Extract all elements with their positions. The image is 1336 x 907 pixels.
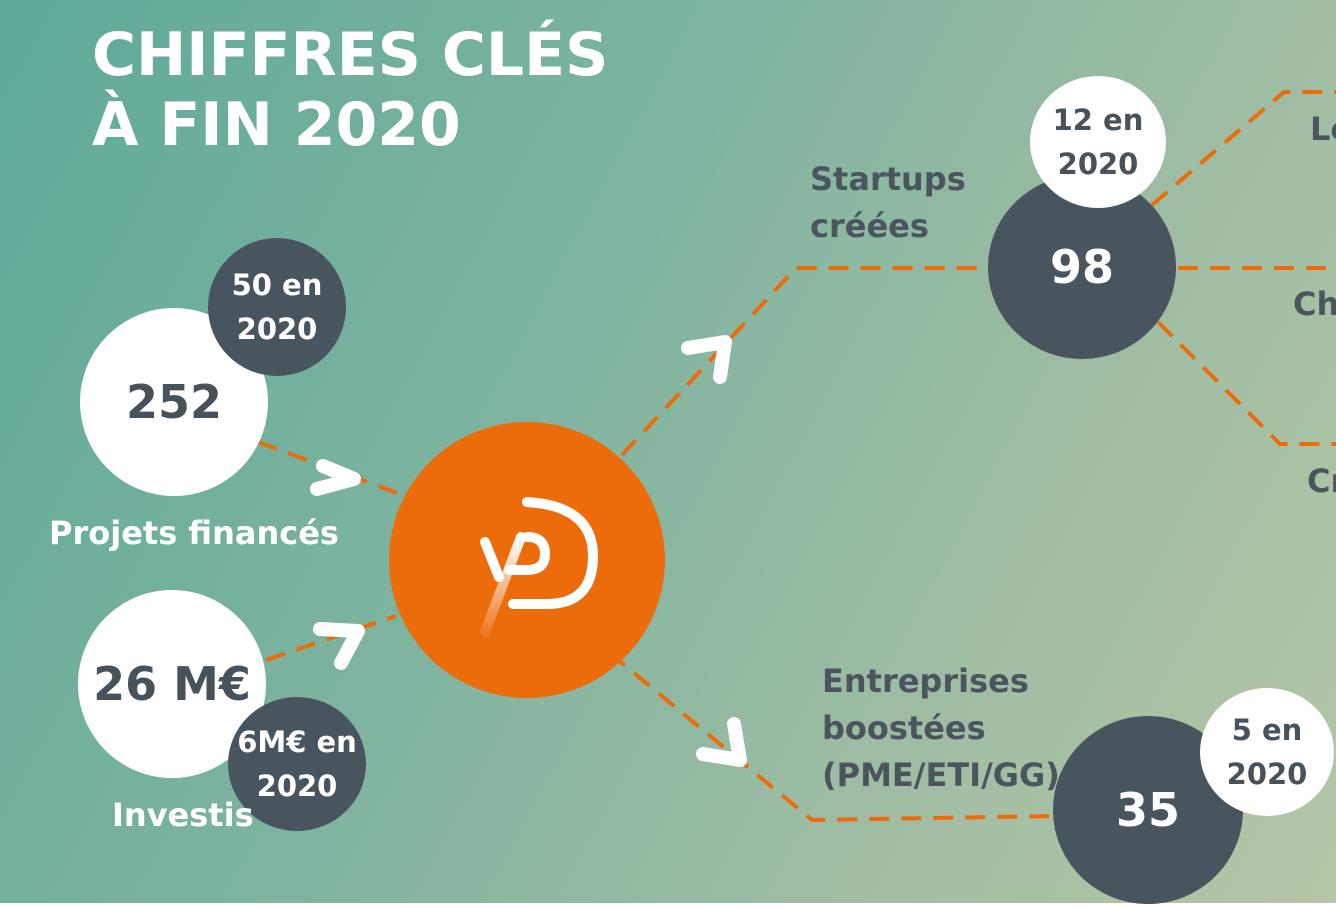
companies-year-text: 5 en 2020 [1226,713,1308,791]
title-line-2: À FIN 2020 [92,90,461,160]
page-title: CHIFFRES CLÉS À FIN 2020 [92,20,608,160]
logo-icon [480,497,599,637]
connector-companies [558,610,1057,823]
startups-label: Startups créées [810,160,966,245]
companies-year-badge: 5 en 2020 [1200,688,1334,816]
right-label-3: Cr [1307,462,1336,500]
startups-year-text: 12 en 2020 [1052,103,1144,181]
connector-98-down [1156,320,1336,446]
arrow-invested-icon [313,622,365,670]
hub-circle [389,422,665,698]
arrow-projects-icon [310,459,361,496]
invested-label: Investis [112,796,254,834]
companies-value: 35 [1115,783,1180,837]
arrow-startups-icon [681,335,732,384]
title-line-1: CHIFFRES CLÉS [92,20,609,90]
connector-invested [265,614,397,662]
projects-value: 252 [125,375,223,429]
right-label-2: Ch [1293,285,1336,323]
projects-year-text: 50 en 2020 [231,268,323,346]
arrow-companies-icon [696,717,747,767]
projects-year-badge: 50 en 2020 [208,238,346,376]
startups-year-badge: 12 en 2020 [1030,76,1166,208]
startups-value: 98 [1049,240,1114,294]
connector-startups [620,266,992,457]
invested-value: 26 M€ [93,657,251,711]
invested-year-text: 6M€ en 2020 [237,725,357,803]
right-label-1: Le [1310,110,1336,148]
projects-label: Projets financés [49,514,339,552]
invested-year-badge: 6M€ en 2020 [228,697,366,831]
connector-98-up [1150,90,1336,207]
companies-label: Entreprises boostées (PME/ETI/GG) [822,662,1060,794]
